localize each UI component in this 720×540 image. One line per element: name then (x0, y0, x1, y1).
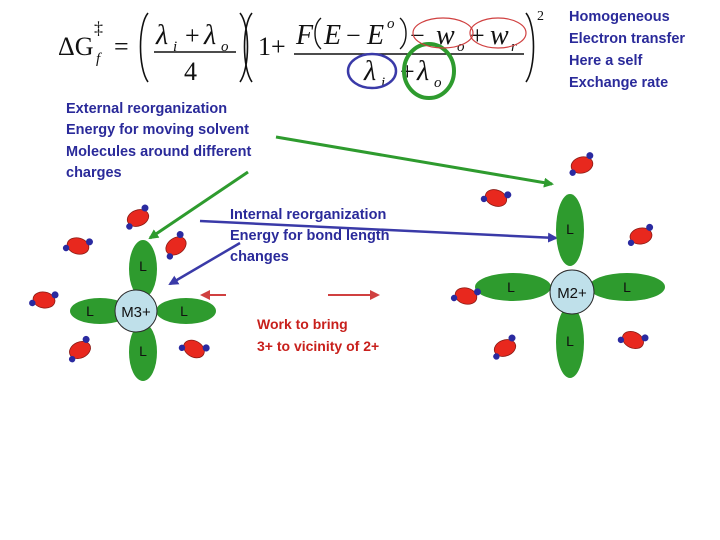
homogeneous-note: Homogeneous Electron transfer Here a sel… (569, 9, 685, 91)
right-paren-1 (239, 12, 249, 83)
ligand-l-bottom: L (139, 343, 147, 359)
left-paren-1 (139, 12, 149, 83)
external-arrow-right (275, 135, 554, 188)
internal-arrow-right (199, 219, 558, 243)
exponent-2: 2 (537, 9, 544, 24)
ligand-left-lobe (70, 298, 130, 324)
marcus-equation: ΔG ‡ f = λ i + λ o 4 1+ F E − E o − w o … (58, 9, 544, 91)
lambda-i-denom-sub: i (381, 75, 385, 91)
ligand-l-bottom-2: L (566, 333, 574, 349)
ligand-bottom-lobe-2 (556, 306, 584, 378)
homogeneous-line-2: Electron transfer (569, 31, 685, 47)
right-paren-2 (525, 12, 535, 83)
solvent-molecule (616, 323, 651, 354)
w-o-sub: o (457, 39, 465, 55)
ligand-l-left: L (86, 303, 94, 319)
external-line-2: Energy for moving solvent (66, 122, 249, 138)
ligand-l-left-2: L (507, 279, 515, 295)
solvent-molecule (177, 332, 212, 364)
m2-complex: M2+ L L L L (475, 194, 665, 378)
solvent-molecule (624, 222, 657, 248)
m2-label: M2+ (557, 285, 587, 302)
metal-center-m3 (114, 289, 158, 333)
ligand-right-lobe (156, 298, 216, 324)
lambda-i-denom: λ (363, 56, 376, 87)
ligand-left-lobe-2 (475, 273, 551, 301)
sup-o: o (387, 16, 395, 32)
homogeneous-line-4: Exchange rate (569, 75, 668, 91)
lambda-o-denom: λ (416, 56, 429, 87)
solvent-molecule (120, 203, 154, 232)
w-r-sub: r (511, 39, 517, 55)
external-line-1: External reorganization (66, 101, 227, 117)
m3-complex: M3+ L L L L (70, 240, 216, 381)
ligand-l-top-2: L (566, 221, 574, 237)
homogeneous-line-1: Homogeneous (569, 9, 670, 25)
solvent-molecule (28, 286, 60, 311)
inner-right-paren (399, 17, 407, 50)
external-reorg-note: External reorganization Energy for movin… (66, 101, 251, 181)
external-arrow-left (148, 170, 249, 240)
external-line-4: charges (66, 165, 122, 181)
subscript-f: f (96, 51, 102, 67)
internal-reorg-note: Internal reorganization Energy for bond … (230, 207, 390, 265)
plus-1: + (185, 21, 200, 50)
solvent-molecule (479, 182, 513, 211)
one-plus: 1+ (258, 32, 286, 61)
internal-line-3: changes (230, 249, 289, 265)
internal-arrow-left (168, 241, 241, 286)
sub-o: o (221, 39, 229, 55)
work-note: Work to bring 3+ to vicinity of 2+ (257, 316, 379, 354)
potential-e: E (323, 20, 341, 51)
inner-left-paren (314, 17, 322, 50)
ligand-l-right-2: L (623, 279, 631, 295)
lambda-o: λ (203, 20, 216, 51)
denominator-4: 4 (184, 57, 197, 86)
left-paren-2 (243, 12, 253, 83)
ligand-right-lobe-2 (589, 273, 665, 301)
solvent-molecule (62, 334, 97, 364)
wr-highlight (469, 17, 527, 49)
work-line-2: 3+ to vicinity of 2+ (257, 338, 379, 354)
ligand-top-lobe (129, 240, 157, 298)
solvent-molecule (61, 231, 95, 258)
lambda-i-highlight (346, 52, 398, 90)
m3-label: M3+ (121, 304, 151, 321)
solvent-molecule (487, 333, 521, 362)
plus-2: + (470, 21, 485, 50)
equals-sign: = (114, 32, 129, 61)
sub-i: i (173, 39, 177, 55)
w-r: w (490, 20, 509, 51)
homogeneous-line-3: Here a self (569, 53, 643, 69)
solvent-molecule (565, 150, 598, 178)
external-line-3: Molecules around different (66, 144, 251, 160)
ligand-l-top: L (139, 258, 147, 274)
w-o: w (436, 20, 455, 51)
work-line-1: Work to bring (257, 316, 348, 332)
wo-highlight (412, 17, 474, 49)
internal-line-2: Energy for bond length (230, 228, 390, 244)
solvent-molecule (157, 229, 193, 262)
internal-line-1: Internal reorganization (230, 207, 386, 223)
lambda-o-denom-sub: o (434, 75, 442, 91)
lambda-o-highlight (402, 42, 456, 100)
ligand-l-right: L (180, 303, 188, 319)
ligand-top-lobe-2 (556, 194, 584, 266)
metal-center-m2 (549, 269, 595, 315)
lambda-i: λ (155, 20, 168, 51)
potential-e0: E (366, 20, 384, 51)
double-dagger: ‡ (94, 18, 103, 38)
delta-g: ΔG (58, 32, 94, 61)
faraday-f: F (295, 20, 314, 51)
ligand-bottom-lobe (129, 323, 157, 381)
minus-1: − (346, 21, 361, 50)
